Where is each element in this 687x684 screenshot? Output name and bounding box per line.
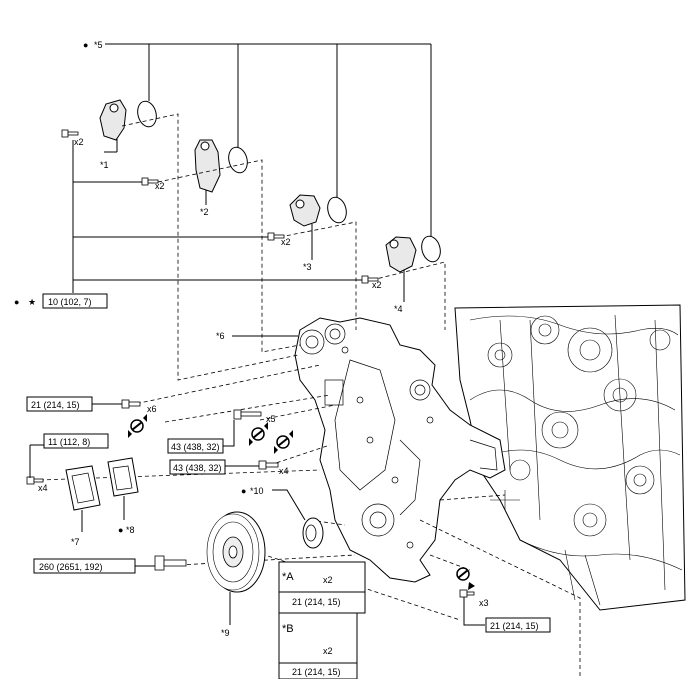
gasket-7 bbox=[65, 465, 101, 532]
mark-dot-5: ● bbox=[83, 40, 88, 50]
qty-mid: x5 bbox=[266, 414, 276, 424]
torque-A-bolts: 21 (214, 15) bbox=[292, 597, 341, 607]
seal-icon bbox=[272, 489, 324, 549]
callout-B: *B bbox=[282, 623, 294, 635]
torque-boxes bbox=[26, 293, 551, 680]
cam-sensor-1 bbox=[99, 99, 127, 152]
callout-9: *9 bbox=[221, 628, 230, 638]
oring-set bbox=[137, 100, 441, 263]
qty-right: x3 bbox=[479, 598, 489, 608]
qty-cover-3: x2 bbox=[281, 237, 291, 247]
mark-dot-10: ● bbox=[241, 486, 246, 496]
callout-8: *8 bbox=[126, 525, 135, 535]
torque-leaders bbox=[29, 403, 485, 626]
qty-A: x2 bbox=[323, 575, 333, 585]
torque-cover-bolts: 10 (102, 7) bbox=[48, 297, 92, 307]
qty-left: x4 bbox=[38, 483, 48, 493]
callout-A: *A bbox=[282, 571, 294, 583]
torque-left-bolts: 11 (112, 8) bbox=[48, 437, 90, 447]
torque-mid-bolts: 43 (438, 32) bbox=[171, 442, 220, 452]
engine-block bbox=[454, 304, 686, 611]
callout-7: *7 bbox=[71, 537, 80, 547]
qty-cover-1: x2 bbox=[74, 137, 84, 147]
cover-bolt-leader-lines bbox=[72, 140, 362, 293]
torque-low-bolts: 43 (438, 32) bbox=[173, 463, 222, 473]
cam-sensor-2 bbox=[194, 139, 221, 205]
torque-upper-bolts: 21 (214, 15) bbox=[31, 400, 80, 410]
cam-sensor-4 bbox=[385, 236, 417, 302]
cam-sensor-3 bbox=[289, 194, 321, 260]
qty-upper: x6 bbox=[147, 404, 157, 414]
timing-chain-cover bbox=[294, 317, 506, 583]
callout-10: *10 bbox=[250, 486, 264, 496]
callout-5: *5 bbox=[94, 40, 103, 50]
pulley-icon bbox=[206, 511, 266, 625]
callout-1: *1 bbox=[100, 160, 109, 170]
torque-pulley-bolt: 260 (2651, 192) bbox=[39, 562, 103, 572]
qty-low: x4 bbox=[279, 466, 289, 476]
oring-leader-lines bbox=[105, 43, 432, 236]
qty-cover-2: x2 bbox=[155, 181, 165, 191]
gasket-8 bbox=[107, 457, 139, 520]
callout-2: *2 bbox=[200, 207, 209, 217]
callout-3: *3 bbox=[303, 262, 312, 272]
callout-6: *6 bbox=[216, 331, 225, 341]
mark-star-torque: ★ bbox=[28, 297, 36, 307]
rotation-arrows bbox=[128, 414, 475, 590]
torque-B-bolts: 21 (214, 15) bbox=[292, 667, 341, 677]
qty-cover-4: x2 bbox=[372, 280, 382, 290]
qty-B: x2 bbox=[323, 646, 333, 656]
mark-dot-torque: ● bbox=[14, 297, 19, 307]
mark-dot-8: ● bbox=[118, 525, 123, 535]
callout-4: *4 bbox=[394, 304, 403, 314]
torque-right-bolts: 21 (214, 15) bbox=[490, 621, 539, 631]
